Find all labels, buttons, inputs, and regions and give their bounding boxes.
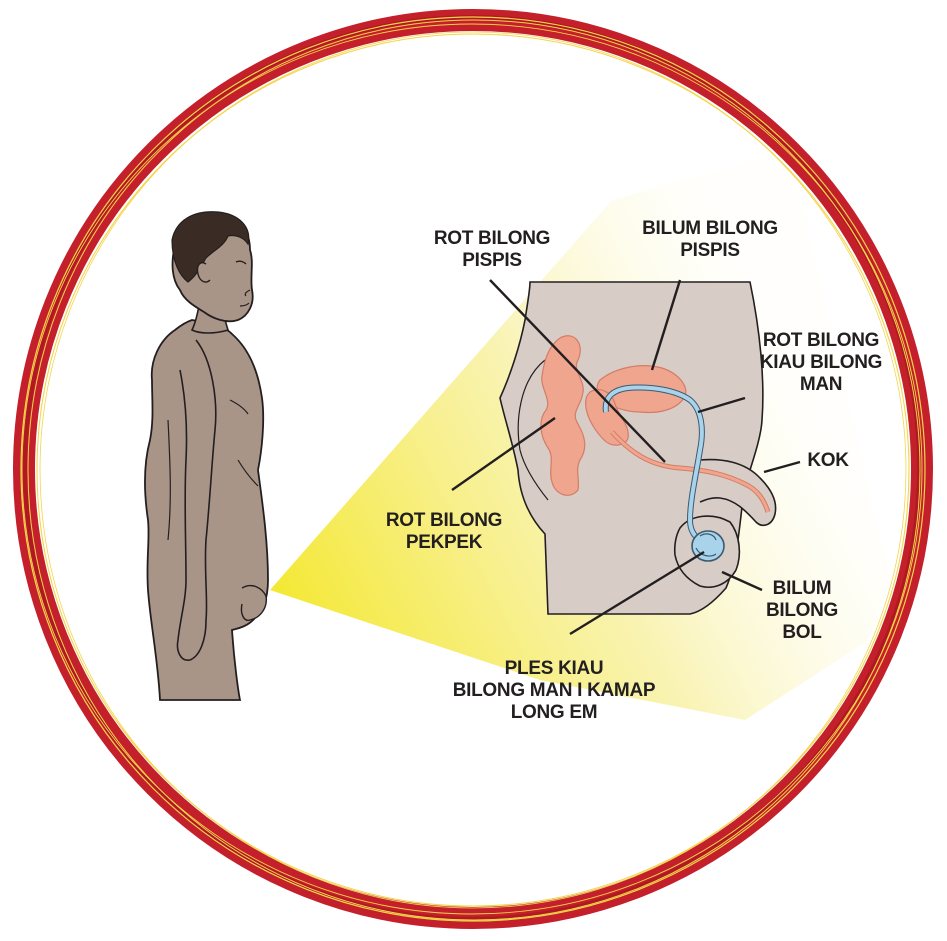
label-urethra: ROT BILONG PISPIS [418,228,566,272]
label-testicle: PLES KIAU BILONG MAN I KAMAP LONG EM [412,658,696,724]
label-testicle-line-1: PLES KIAU [412,658,696,680]
label-rectum-line-1: ROT BILONG [372,510,516,532]
label-vas-deferens: ROT BILONG KIAU BILONG MAN [740,330,902,396]
standing-man-figure [145,212,268,700]
label-bladder-line-2: PISPIS [622,240,798,262]
label-urethra-line-2: PISPIS [418,250,566,272]
label-vas-deferens-line-3: MAN [740,374,902,396]
label-urethra-line-1: ROT BILONG [418,228,566,250]
label-rectum-line-2: PEKPEK [372,532,516,554]
label-vas-deferens-line-1: ROT BILONG [740,330,902,352]
label-bladder: BILUM BILONG PISPIS [622,218,798,262]
label-penis: KOK [798,450,858,472]
label-scrotum-line-1: BILUM [756,578,848,600]
label-scrotum: BILUM BILONG BOL [756,578,848,644]
label-scrotum-line-3: BOL [756,622,848,644]
label-scrotum-line-2: BILONG [756,600,848,622]
label-rectum: ROT BILONG PEKPEK [372,510,516,554]
label-bladder-line-1: BILUM BILONG [622,218,798,240]
label-testicle-line-2: BILONG MAN I KAMAP [412,680,696,702]
label-vas-deferens-line-2: KIAU BILONG [740,352,902,374]
label-testicle-line-3: LONG EM [412,702,696,724]
label-penis-line-1: KOK [798,450,858,472]
